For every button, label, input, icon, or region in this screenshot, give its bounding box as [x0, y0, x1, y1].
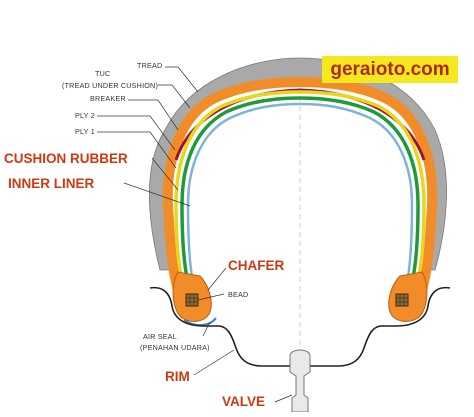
chafer-leader — [207, 267, 227, 291]
bead-label: BEAD — [228, 290, 248, 299]
tuc-leader — [158, 84, 191, 109]
breaker-leader — [128, 99, 179, 131]
cushion-rubber-label: CUSHION RUBBER — [4, 151, 128, 166]
tuc-sub-label: (TREAD UNDER CUSHION) — [62, 81, 158, 90]
ply1-label: PLY 1 — [75, 127, 95, 136]
watermark-badge: geraioto.com — [322, 56, 458, 83]
bead-right — [395, 293, 409, 307]
cushion-leader — [151, 157, 179, 191]
ply2-label: PLY 2 — [75, 111, 95, 120]
ply1-leader — [97, 131, 177, 169]
air-seal — [183, 317, 217, 326]
inner-liner-label: INNER LINER — [8, 176, 95, 191]
ply2-leader — [97, 115, 176, 151]
breaker-label: BREAKER — [90, 94, 126, 103]
air-seal-label: AIR SEAL — [143, 332, 177, 341]
air-seal-leader — [202, 321, 211, 337]
tuc-label: TUC — [95, 69, 110, 78]
rim-leader — [193, 349, 235, 376]
tuc-layer — [162, 77, 438, 303]
air-seal-sub-label: (PENAHAN UDARA) — [140, 343, 210, 352]
bead-leader — [197, 293, 225, 301]
bead-left — [185, 293, 199, 307]
valve-label: VALVE — [222, 394, 265, 409]
tread-label: TREAD — [137, 61, 162, 70]
tread-leader — [165, 66, 199, 93]
inner-liner-leader — [123, 182, 191, 207]
chafer-label: CHAFER — [228, 258, 284, 273]
ply1-layer — [180, 96, 420, 297]
valve-stem — [289, 349, 311, 413]
valve-leader — [274, 394, 293, 403]
ply2-layer — [174, 90, 426, 299]
rim-label: RIM — [165, 369, 190, 384]
